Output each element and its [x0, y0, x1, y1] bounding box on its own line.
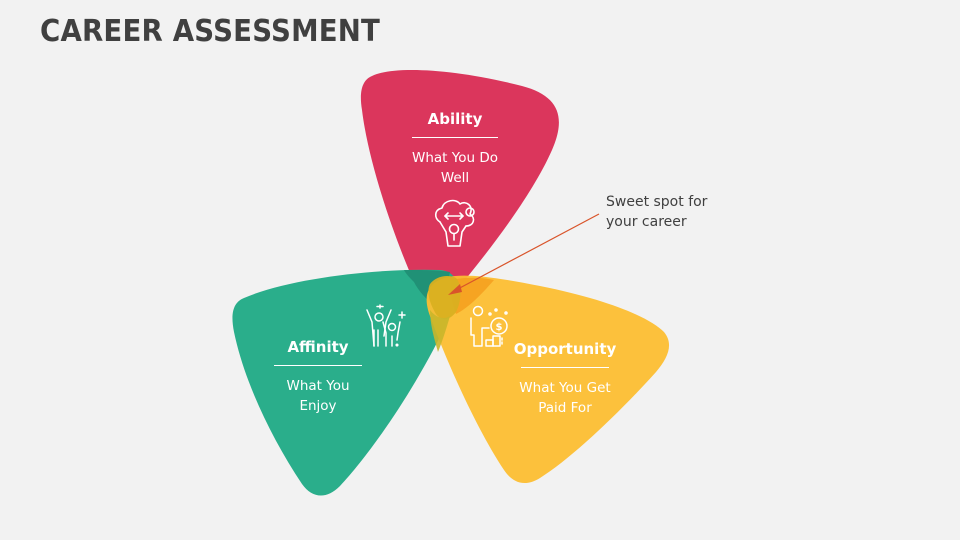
affinity-heading: Affinity	[287, 338, 349, 356]
overlap-green-yellow	[430, 310, 450, 352]
opportunity-divider	[521, 367, 609, 368]
affinity-shape	[232, 269, 458, 496]
page-title: CAREER ASSESSMENT	[40, 14, 381, 49]
brain-strength-icon	[434, 199, 475, 247]
callout-arrow-head	[448, 284, 462, 295]
affinity-divider	[274, 365, 362, 366]
affinity-description: What You Enjoy	[286, 378, 350, 414]
ability-divider	[412, 137, 498, 138]
opportunity-label: Opportunity What You Get Paid For	[510, 340, 620, 418]
sweet-spot-overlap	[428, 276, 461, 320]
ability-heading: Ability	[427, 110, 483, 128]
ability-description: What You Do Well	[412, 150, 498, 186]
affinity-label: Affinity What You Enjoy	[262, 338, 374, 416]
ability-shape	[360, 70, 559, 300]
opportunity-heading: Opportunity	[513, 340, 617, 358]
celebrating-people-icon	[366, 304, 406, 347]
person-key-money-icon: $	[470, 305, 508, 347]
sweet-spot-callout: Sweet spot for your career	[606, 194, 708, 230]
opportunity-description: What You Get Paid For	[519, 380, 611, 416]
ability-label: Ability What You Do Well	[400, 110, 510, 188]
svg-text:$: $	[496, 322, 503, 333]
callout-arrow-line	[455, 213, 600, 291]
